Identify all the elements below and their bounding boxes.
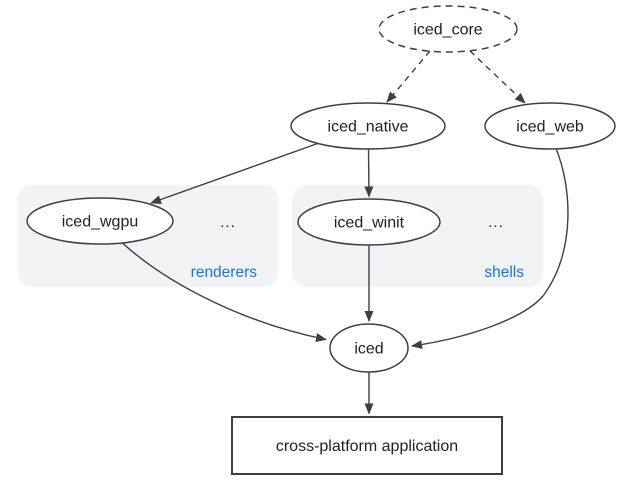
edge-iced-native-to-iced-wgpu xyxy=(150,142,320,204)
node-iced-native xyxy=(290,102,446,150)
node-iced-label: iced xyxy=(354,341,383,358)
node-iced-wgpu-label: iced_wgpu xyxy=(62,214,139,231)
edge-iced-native-to-iced-winit xyxy=(364,148,374,198)
node-iced-core-label: iced_core xyxy=(413,22,482,39)
node-cross-platform-application xyxy=(231,416,503,475)
renderers-ellipsis: ... xyxy=(220,214,236,231)
node-iced-winit xyxy=(297,198,441,246)
node-iced-core xyxy=(378,5,518,53)
edge-iced-core-to-iced-web xyxy=(469,50,526,104)
node-iced-web xyxy=(484,102,616,150)
node-iced-winit-label: iced_winit xyxy=(334,215,405,232)
renderers-group-label: renderers xyxy=(191,264,258,281)
node-cross-platform-application-label: cross-platform application xyxy=(276,438,458,455)
shells-group-label: shells xyxy=(484,264,524,281)
shells-ellipsis: ... xyxy=(488,214,504,231)
edge-iced-web-to-iced xyxy=(411,148,569,350)
node-iced xyxy=(329,323,409,373)
edge-iced-core-to-iced-native xyxy=(386,50,431,103)
node-iced-native-label: iced_native xyxy=(328,119,409,136)
node-iced-web-label: iced_web xyxy=(516,119,584,136)
edge-iced-wgpu-to-iced xyxy=(122,242,327,342)
node-iced-wgpu xyxy=(26,197,174,245)
